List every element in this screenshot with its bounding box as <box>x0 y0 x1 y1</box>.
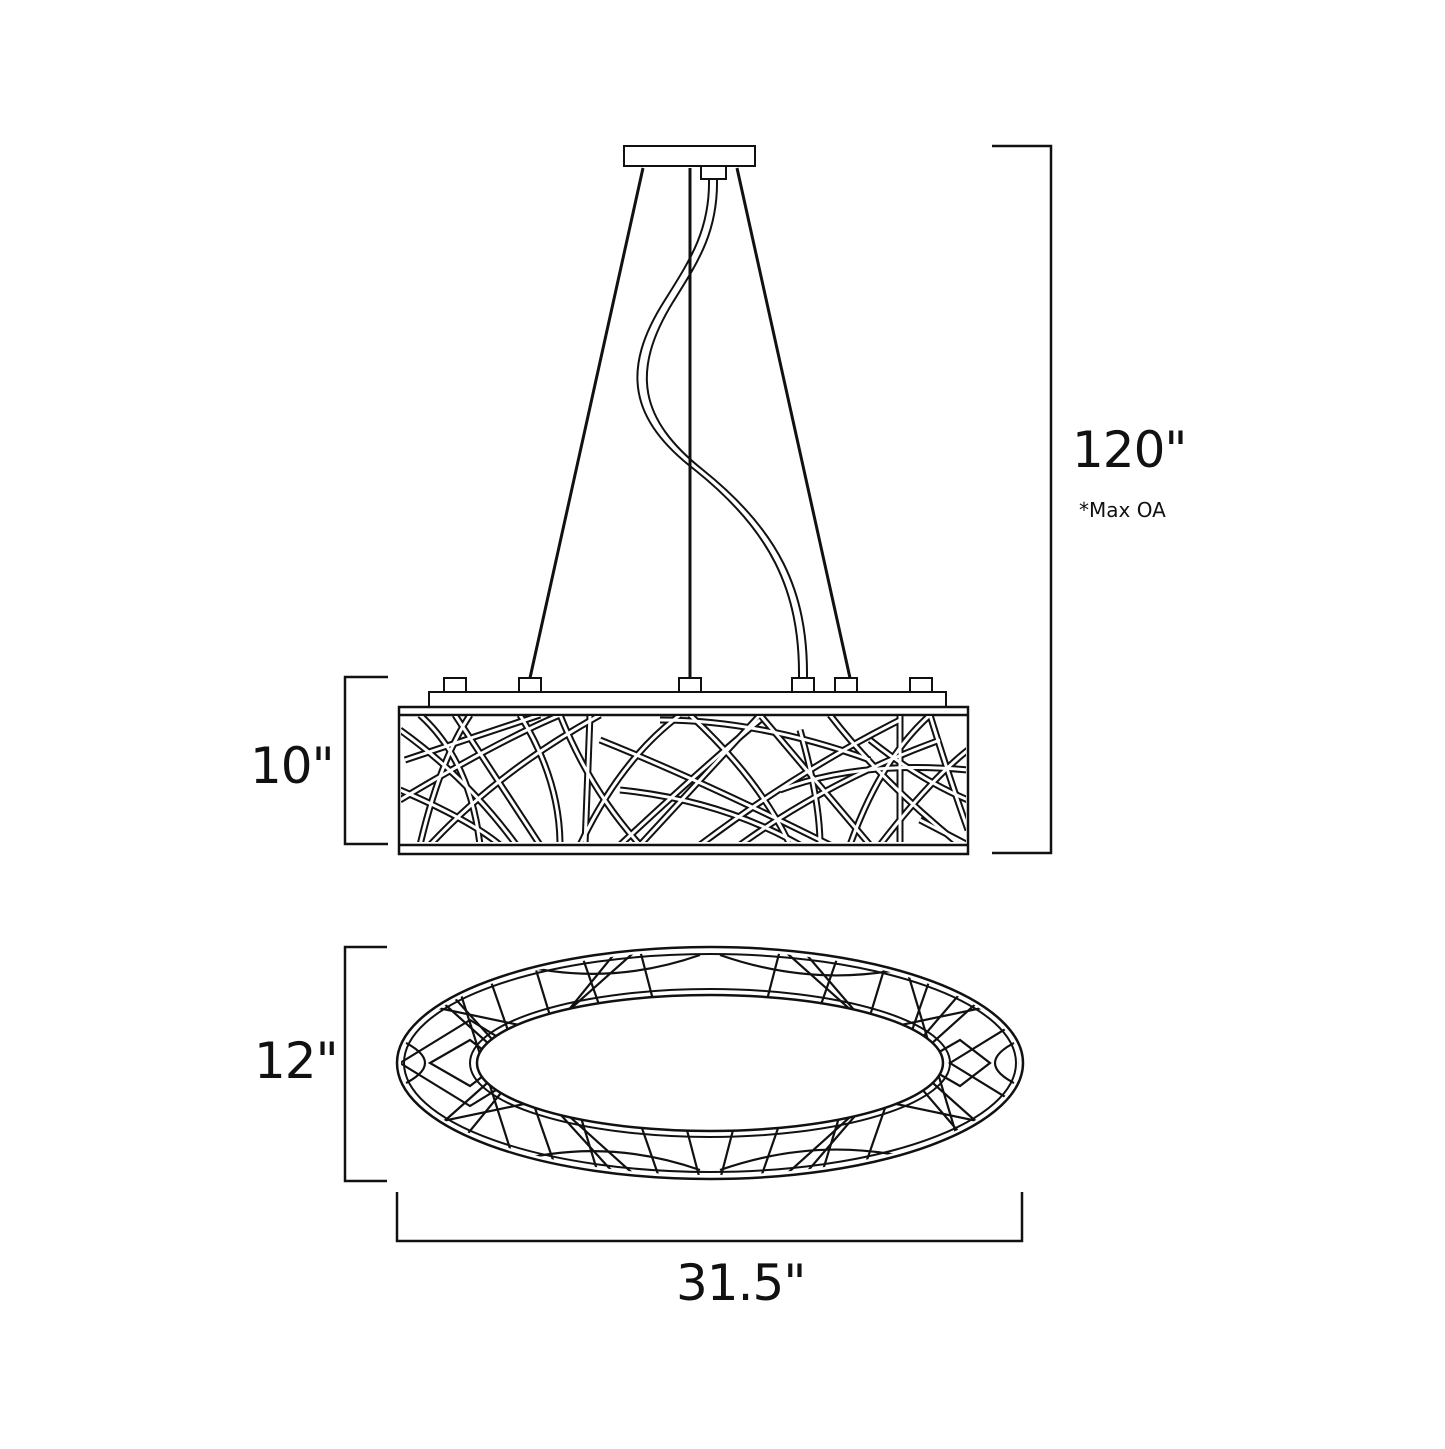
inner-rim <box>475 993 945 1133</box>
fixture-height-bracket <box>343 675 388 846</box>
side-view <box>397 145 970 856</box>
depth-bracket <box>343 945 387 1183</box>
width-label: 31.5" <box>676 1254 806 1312</box>
top-plate <box>428 691 947 708</box>
mounting-caps <box>443 677 933 693</box>
cord-grip <box>700 165 727 180</box>
suspension-cables <box>528 167 852 679</box>
overall-height-label: 120" <box>1072 421 1187 479</box>
overall-height-bracket <box>992 144 1053 855</box>
ceiling-canopy <box>623 145 756 167</box>
overall-height-note: *Max OA <box>1079 498 1166 522</box>
dimension-lines <box>343 144 1053 1243</box>
shade-pattern-highlight <box>401 716 966 842</box>
outer-rim <box>395 945 1025 1181</box>
fixture-height-label: 10" <box>250 737 335 795</box>
depth-label: 12" <box>254 1032 339 1090</box>
top-view <box>395 945 1025 1181</box>
width-bracket <box>395 1192 1024 1243</box>
power-cord <box>636 178 809 679</box>
